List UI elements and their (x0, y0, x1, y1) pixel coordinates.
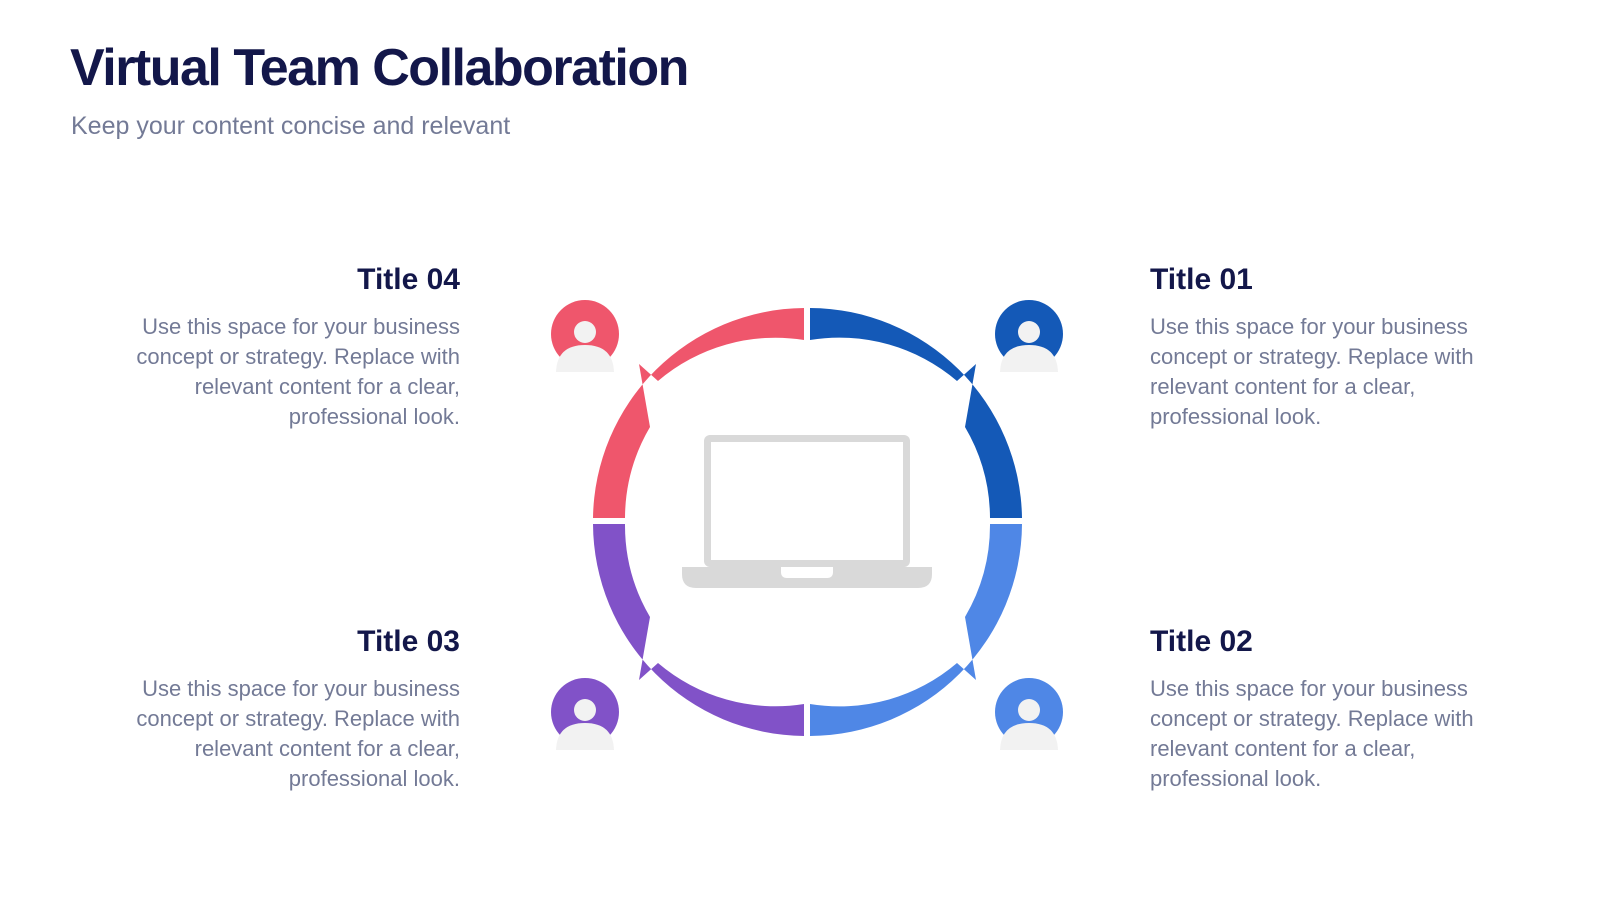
segment-02 (810, 524, 1022, 736)
avatar-02 (995, 678, 1063, 750)
block-title-02: Title 02 (1150, 625, 1253, 658)
avatar-04 (551, 300, 619, 372)
avatar-01 (995, 300, 1063, 372)
text-block-02: Title 02 Use this space for your busines… (1150, 624, 1530, 794)
avatar-03 (551, 678, 619, 750)
segment-01 (810, 308, 1022, 518)
text-block-01: Title 01 Use this space for your busines… (1150, 262, 1530, 432)
segment-04 (593, 308, 804, 518)
block-title-01: Title 01 (1150, 263, 1253, 296)
segment-03 (593, 524, 804, 736)
page-title: Virtual Team Collaboration (70, 39, 689, 97)
page-subtitle: Keep your content concise and relevant (71, 112, 511, 140)
block-body-03: Use this space for your business concept… (136, 676, 460, 791)
block-title-04: Title 04 (357, 263, 460, 296)
text-block-04: Title 04 Use this space for your busines… (80, 262, 460, 432)
block-body-01: Use this space for your business concept… (1150, 314, 1474, 429)
laptop-icon (682, 435, 932, 588)
text-block-03: Title 03 Use this space for your busines… (80, 624, 460, 794)
block-title-03: Title 03 (357, 625, 460, 658)
block-body-04: Use this space for your business concept… (136, 314, 460, 429)
block-body-02: Use this space for your business concept… (1150, 676, 1474, 791)
